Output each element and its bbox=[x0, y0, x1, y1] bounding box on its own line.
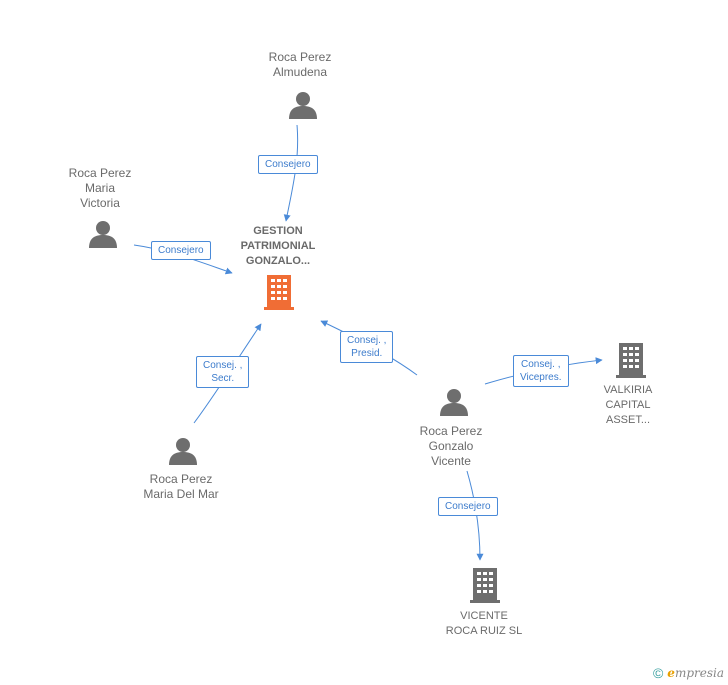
brand-logo-text: mpresia bbox=[674, 666, 724, 680]
copyright-symbol: © bbox=[652, 665, 664, 681]
person-icon[interactable] bbox=[439, 387, 469, 417]
node-label-valkiria[interactable]: VALKIRIA CAPITAL ASSET... bbox=[603, 384, 653, 426]
person-icon[interactable] bbox=[288, 90, 318, 120]
node-label-almudena[interactable]: Roca Perez Almudena bbox=[268, 50, 332, 79]
edge-badge-victoria-center: Consejero bbox=[151, 241, 211, 260]
edge-badge-gonzalo-valkiria: Consej. , Vicepres. bbox=[513, 355, 569, 387]
node-label-victoria[interactable]: Roca Perez Maria Victoria bbox=[68, 166, 132, 210]
edge-almudena-center bbox=[283, 124, 299, 222]
edge-badge-gonzalo-center: Consej. , Presid. bbox=[340, 331, 394, 363]
edge-badge-mar-center: Consej. , Secr. bbox=[196, 356, 250, 388]
edge-badge-almudena-center: Consejero bbox=[258, 155, 318, 174]
node-label-gonzalo[interactable]: Roca Perez Gonzalo Vicente bbox=[419, 424, 483, 468]
person-icon[interactable] bbox=[168, 436, 198, 466]
brand-logo-initial: e bbox=[667, 666, 675, 680]
building-icon[interactable] bbox=[264, 275, 294, 310]
edge-badge-gonzalo-vicente: Consejero bbox=[438, 497, 498, 516]
node-label-mar[interactable]: Roca Perez Maria Del Mar bbox=[143, 472, 219, 501]
person-icon[interactable] bbox=[88, 219, 118, 249]
node-label-vicente[interactable]: VICENTE ROCA RUIZ SL bbox=[445, 610, 523, 637]
building-icon[interactable] bbox=[616, 343, 646, 378]
footer-brand: © empresia bbox=[653, 665, 724, 681]
brand-logo: empresia bbox=[667, 666, 724, 680]
node-label-center-company[interactable]: GESTION PATRIMONIAL GONZALO... bbox=[240, 225, 316, 267]
building-icon[interactable] bbox=[470, 568, 500, 603]
